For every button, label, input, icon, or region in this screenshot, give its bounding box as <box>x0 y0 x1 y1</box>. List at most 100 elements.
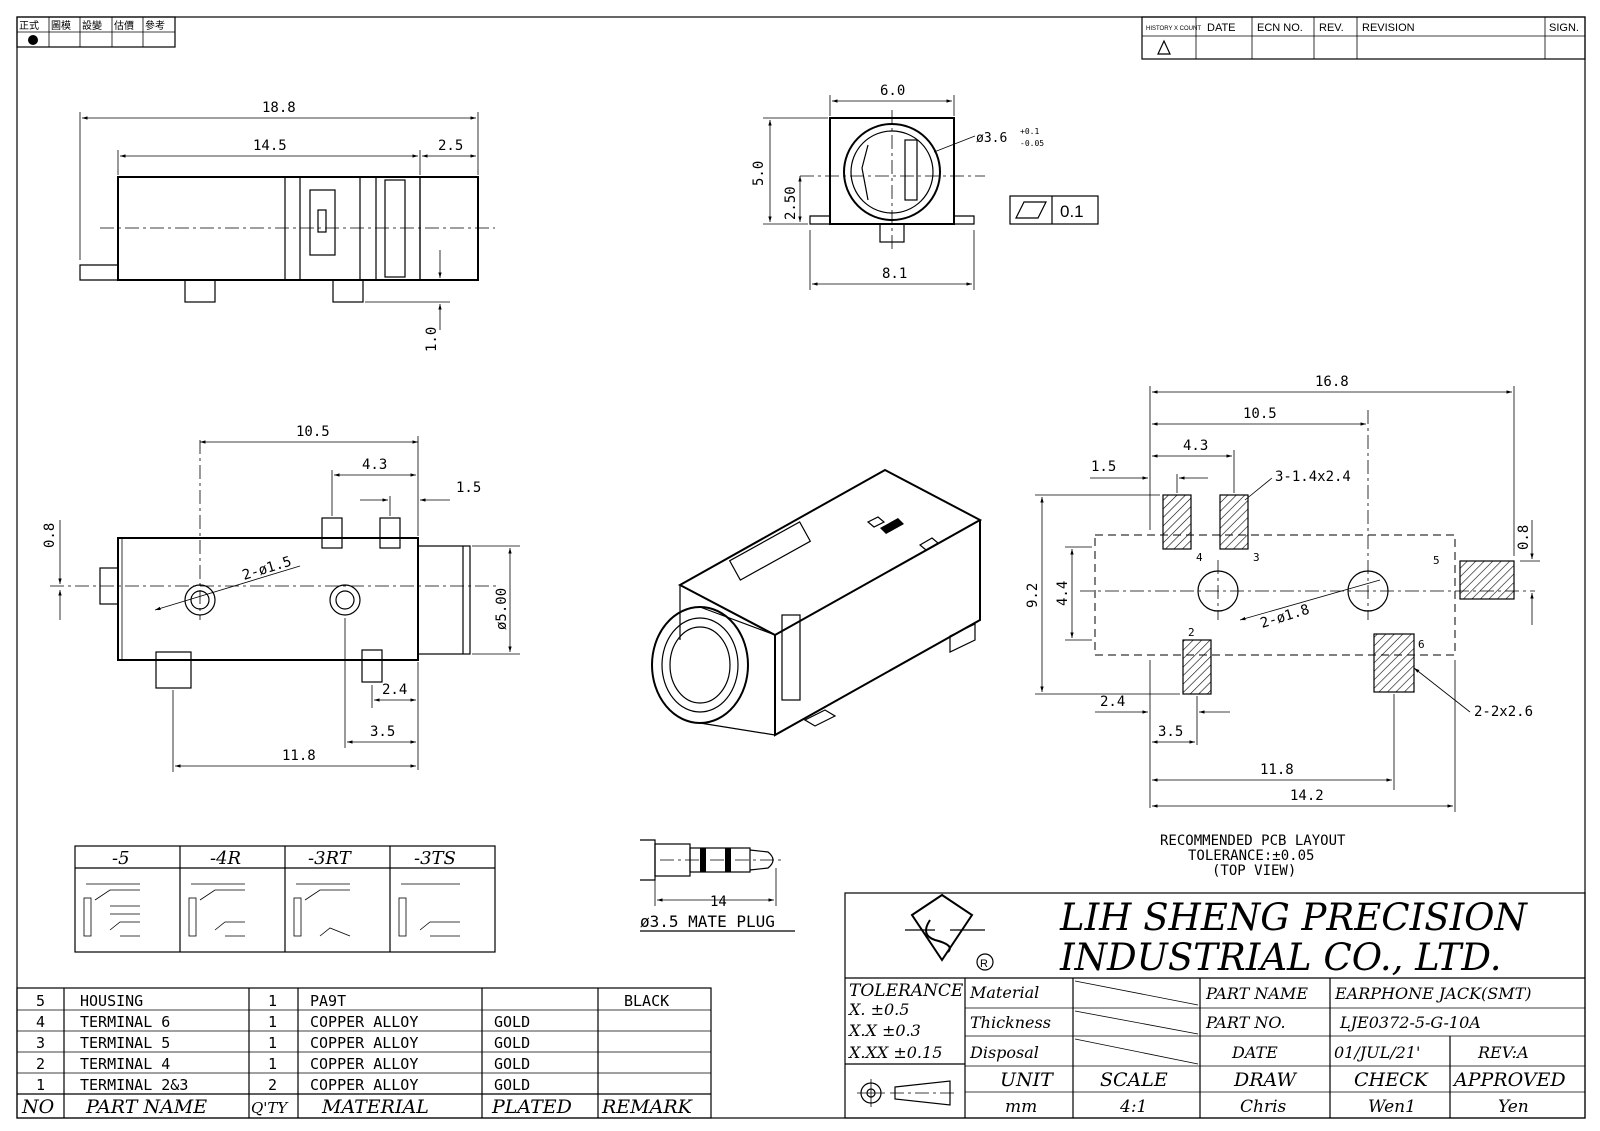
tolerance-title: TOLERANCE <box>849 981 964 1001</box>
warning-triangle-icon <box>1157 39 1171 55</box>
part-no-label: PART NO. <box>1205 1013 1286 1032</box>
dim-pin-spacing-top: 4.3 <box>362 457 387 473</box>
dim-pcb-inner-height: 4.4 <box>1055 581 1071 606</box>
dim-pcb-hole-span: 10.5 <box>1243 406 1277 422</box>
unit-label: UNIT <box>1000 1069 1054 1091</box>
tolerance-xx: X.X ±0.3 <box>847 1021 921 1040</box>
pad-number-6: 6 <box>1418 638 1425 651</box>
dim-standoff: 1.0 <box>424 327 440 352</box>
side-view: 18.8 14.5 2.5 1.0 <box>79 100 495 352</box>
bom-row-4-material: COPPER ALLOY <box>310 1055 418 1073</box>
rev-header-date: DATE <box>1207 22 1236 34</box>
dim-front-footprint: 8.1 <box>882 266 907 282</box>
tolerance-xxx: X.XX ±0.15 <box>847 1043 942 1062</box>
dim-pcb-pads-three: 3-1.4x2.4 <box>1275 469 1351 485</box>
bom-row-2-material: COPPER ALLOY <box>310 1013 418 1031</box>
corner-cell-4: 參考 <box>145 19 165 32</box>
date-value: 01/JUL/21' <box>1334 1043 1420 1062</box>
pcb-layout: 4 3 5 2 6 16.8 10.5 4.3 1.5 3-1.4x2.4 0.… <box>1025 374 1540 879</box>
scale-value: 4:1 <box>1119 1097 1147 1117</box>
dim-pcb-overall: 16.8 <box>1315 374 1349 390</box>
corner-cell-1: 圖模 <box>51 20 71 32</box>
sheet-border <box>16 16 1586 1119</box>
approved-label: APPROVED <box>1452 1069 1566 1091</box>
dim-pcb-holes: 2-ø1.8 <box>1258 602 1311 632</box>
dim-front-width: 6.0 <box>880 83 905 99</box>
rev-header-revision: REVISION <box>1362 22 1415 34</box>
pad-number-5: 5 <box>1433 554 1440 567</box>
part-name-label: PART NAME <box>1205 984 1308 1003</box>
bom-row-5-qty: 2 <box>268 1076 277 1094</box>
front-view: 6.0 5.0 2.50 8.1 ø3.6 +0.1 -0.05 0.1 <box>751 83 1099 290</box>
dim-center-height: 2.50 <box>783 186 799 220</box>
thickness-label: Thickness <box>970 1013 1051 1032</box>
corner-cell-0: 正式 <box>19 19 39 32</box>
dim-hole-tol-lower: -0.05 <box>1020 139 1044 148</box>
dim-boss-holes: 2-ø1.5 <box>240 554 293 584</box>
dim-pcb-pad-spacing: 4.3 <box>1183 438 1208 454</box>
bom-header-no: NO <box>21 1096 55 1118</box>
bom-row-3-name: TERMINAL 5 <box>80 1034 170 1052</box>
bom-row-3-plated: GOLD <box>494 1034 530 1052</box>
dim-pad-a: 2.4 <box>382 682 407 698</box>
variant-header-5: -5 <box>112 848 130 869</box>
dim-hole-tol-upper: +0.1 <box>1020 127 1039 136</box>
pcb-caption-line2: TOLERANCE:±0.05 <box>1188 848 1314 864</box>
bom-row-5-plated: GOLD <box>494 1076 530 1094</box>
rev-header-history: HISTORY X COUNT <box>1146 26 1201 32</box>
dim-left-offset: 0.8 <box>42 523 58 548</box>
draw-label: DRAW <box>1233 1069 1297 1091</box>
bom-row-5-name: TERMINAL 2&3 <box>80 1076 188 1094</box>
pad-number-3: 3 <box>1253 551 1260 564</box>
part-no-value: LJE0372-5-G-10A <box>1339 1013 1481 1032</box>
dim-overall-length: 18.8 <box>262 100 296 116</box>
bom-row-1-qty: 1 <box>268 992 277 1010</box>
bom-row-3-no: 3 <box>36 1034 45 1052</box>
bom-header-material: MATERIAL <box>321 1096 429 1118</box>
dim-pcb-pad-d: 14.2 <box>1290 788 1324 804</box>
dim-pcb-height: 9.2 <box>1025 583 1041 608</box>
dim-front-height: 5.0 <box>751 161 767 186</box>
pcb-caption-line1: RECOMMENDED PCB LAYOUT <box>1160 833 1346 849</box>
disposal-label: Disposal <box>969 1043 1039 1062</box>
scale-label: SCALE <box>1100 1069 1168 1091</box>
bom-table: 5 HOUSING 1 PA9T BLACK 4 TERMINAL 6 1 CO… <box>16 987 712 1119</box>
dim-hole-to-front: 10.5 <box>296 424 330 440</box>
projection-symbol-icon <box>857 1079 958 1107</box>
dim-pad-c: 11.8 <box>282 748 316 764</box>
bom-header-qty: Q'TY <box>251 1099 289 1117</box>
approved-value: Yen <box>1498 1097 1529 1117</box>
isometric-view <box>651 468 983 737</box>
bom-row-4-name: TERMINAL 4 <box>80 1055 170 1073</box>
dim-pcb-pad-a: 2.4 <box>1100 694 1125 710</box>
dim-pcb-pad-offset: 1.5 <box>1091 459 1116 475</box>
bom-row-1-no: 5 <box>36 992 45 1010</box>
bom-row-1-remark: BLACK <box>624 992 669 1010</box>
bom-row-2-name: TERMINAL 6 <box>80 1013 170 1031</box>
dim-nose-length: 2.5 <box>438 138 463 154</box>
bom-row-2-plated: GOLD <box>494 1013 530 1031</box>
bom-row-5-material: COPPER ALLOY <box>310 1076 418 1094</box>
dim-pcb-pads-two: 2-2x2.6 <box>1474 704 1533 720</box>
pad-number-2: 2 <box>1188 626 1195 639</box>
bom-row-1-name: HOUSING <box>80 992 143 1010</box>
mate-plug-label: ø3.5 MATE PLUG <box>640 912 775 931</box>
flatness-symbol-icon <box>1015 201 1047 219</box>
variant-table: -5 -4R -3RT -3TS <box>74 845 496 953</box>
variant-header-3ts: -3TS <box>414 848 456 869</box>
bom-row-5-no: 1 <box>36 1076 45 1094</box>
bom-row-2-qty: 1 <box>268 1013 277 1031</box>
selected-dot <box>28 35 38 45</box>
bom-header-plated: PLATED <box>491 1096 572 1118</box>
bom-row-4-no: 2 <box>36 1055 45 1073</box>
bom-row-4-qty: 1 <box>268 1055 277 1073</box>
bom-row-3-qty: 1 <box>268 1034 277 1052</box>
pcb-caption-line3: (TOP VIEW) <box>1212 863 1296 879</box>
dim-pcb-pad-b: 3.5 <box>1158 724 1183 740</box>
part-name-value: EARPHONE JACK(SMT) <box>1334 984 1532 1003</box>
dim-pcb-pad-c: 11.8 <box>1260 762 1294 778</box>
dim-pcb-right-offset: 0.8 <box>1516 525 1532 550</box>
svg-text:R: R <box>980 958 988 970</box>
dim-hole-diameter: ø3.6 <box>976 131 1007 146</box>
